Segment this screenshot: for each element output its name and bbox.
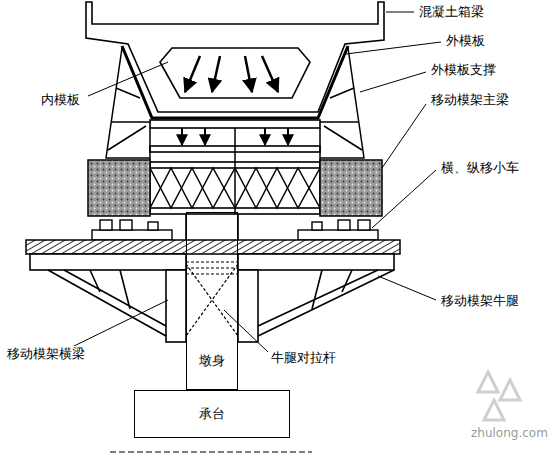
node-label: 墩身 bbox=[197, 353, 227, 369]
outer-formwork-support-part bbox=[320, 88, 362, 150]
part-label: 外模板支撑 bbox=[430, 62, 497, 78]
trolley-part bbox=[338, 220, 350, 230]
outer-formwork-support-part bbox=[320, 48, 364, 158]
tie-rod-part bbox=[186, 267, 238, 268]
bracket-strut-part bbox=[48, 270, 394, 336]
tie-rod-part bbox=[186, 264, 238, 336]
main-girder-part bbox=[320, 160, 382, 216]
leader-line-part bbox=[88, 62, 168, 96]
outer-formwork-support-part bbox=[108, 88, 150, 150]
main-girder-part bbox=[88, 160, 150, 216]
inner-formwork-arrows bbox=[185, 56, 278, 92]
leader-line-part bbox=[378, 276, 436, 300]
inner-formwork-arrows-part bbox=[185, 56, 200, 92]
tie-rod-part bbox=[186, 261, 238, 262]
leader-line-part bbox=[360, 72, 426, 92]
trolley-part bbox=[358, 220, 370, 230]
watermark-logo-part bbox=[478, 372, 520, 420]
part-label: 横、纵移小车 bbox=[440, 160, 520, 176]
jack-rods bbox=[182, 128, 288, 145]
outer-formwork bbox=[122, 46, 348, 118]
crossbeam bbox=[30, 254, 394, 342]
ground-line bbox=[110, 451, 312, 452]
tie-rod-part bbox=[186, 264, 238, 336]
crossbeam-part bbox=[238, 270, 258, 342]
leader-line bbox=[70, 12, 441, 352]
truss-members-part bbox=[150, 168, 320, 208]
trolley-part bbox=[92, 230, 172, 240]
pier-upper bbox=[186, 214, 238, 240]
leader-line-part bbox=[70, 300, 168, 348]
trolley-part bbox=[148, 222, 158, 230]
leader-line-part bbox=[382, 104, 426, 168]
leader-line-part bbox=[224, 310, 268, 352]
inner-formwork-arrows-part bbox=[262, 56, 278, 92]
tie-rod bbox=[186, 262, 238, 336]
main-girder bbox=[88, 160, 382, 216]
box-girder bbox=[86, 2, 384, 112]
truss-members bbox=[150, 128, 320, 214]
part-label: 移动模架牛腿 bbox=[440, 293, 520, 309]
trolley-part bbox=[120, 220, 132, 230]
part-label: 外模板 bbox=[445, 33, 486, 49]
jack-rods-part bbox=[264, 128, 266, 145]
crossbeam-part bbox=[238, 254, 394, 270]
truss-members-part bbox=[150, 168, 320, 208]
part-label: 移动模架主梁 bbox=[430, 92, 510, 108]
rail-strip bbox=[26, 240, 400, 254]
leader-line-part bbox=[372, 170, 436, 228]
jack-rods-part bbox=[181, 128, 183, 145]
jack-rods-part bbox=[287, 128, 289, 145]
inner-formwork-arrows-part bbox=[212, 56, 220, 92]
outer-formwork-support-part bbox=[106, 48, 150, 158]
watermark: zhulong.com bbox=[470, 426, 549, 440]
truss-frame-part bbox=[150, 120, 320, 128]
part-label: 内模板 bbox=[40, 92, 81, 108]
bracket-strut bbox=[48, 270, 394, 336]
crossbeam-part bbox=[30, 254, 186, 270]
box-girder-part bbox=[160, 48, 310, 98]
leader-line-part bbox=[346, 42, 441, 54]
box-girder-part bbox=[86, 2, 384, 112]
trolley bbox=[92, 220, 378, 240]
tie-rod-part bbox=[186, 273, 238, 274]
truss-frame bbox=[150, 120, 320, 214]
bracket-strut-part bbox=[90, 270, 352, 309]
trolley-part bbox=[100, 220, 112, 230]
part-label: 移动模架横梁 bbox=[6, 346, 86, 362]
node-label: 承台 bbox=[197, 406, 227, 422]
part-label: 混凝土箱梁 bbox=[418, 4, 485, 20]
outer-formwork-part bbox=[122, 46, 348, 118]
crossbeam-part bbox=[166, 270, 186, 342]
pile-cap: 承台 bbox=[134, 390, 290, 438]
trolley-part bbox=[312, 222, 322, 230]
jack-rods-part bbox=[204, 128, 206, 145]
trolley-part bbox=[298, 230, 378, 240]
pier-body: 墩身 bbox=[186, 212, 238, 390]
part-label: 牛腿对拉杆 bbox=[270, 350, 337, 366]
leader-line-part bbox=[386, 12, 414, 13]
watermark-logo bbox=[478, 372, 520, 420]
inner-formwork-arrows-part bbox=[245, 56, 252, 92]
truss-members-part bbox=[150, 128, 320, 214]
